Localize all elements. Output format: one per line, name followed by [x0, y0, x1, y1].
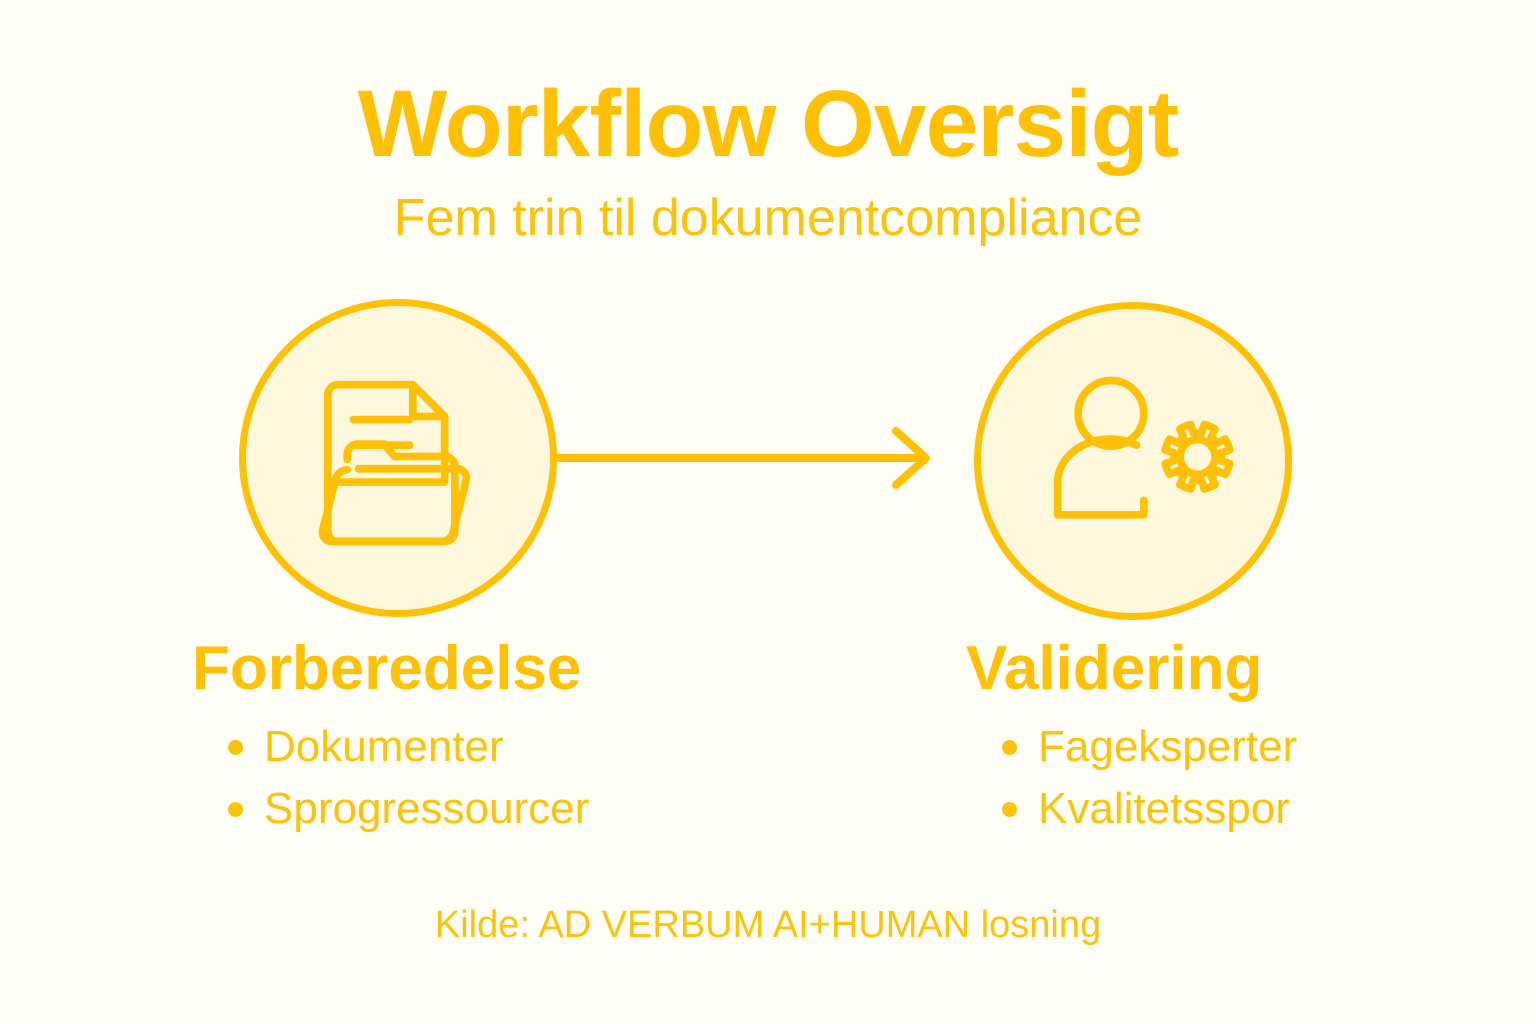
person-gear-icon — [1053, 376, 1234, 519]
list-item-label: Kvalitetsspor — [1038, 784, 1290, 834]
footer: Kilde: AD VERBUM AI+HUMAN losning — [0, 904, 1536, 947]
list-item: Sprogressourcer — [192, 787, 652, 849]
flow-diagram — [0, 295, 1536, 625]
step-title-validering: Validering — [966, 634, 1263, 703]
list-item: Kvalitetsspor — [966, 787, 1426, 849]
list-item: Fageksperter — [966, 725, 1426, 787]
source-note: Kilde: AD VERBUM AI+HUMAN losning — [434, 904, 1102, 946]
bullet-dot-icon — [1002, 739, 1017, 755]
list-item-label: Fageksperter — [1038, 722, 1298, 772]
list-item: Dokumenter — [192, 725, 652, 787]
list-item-label: Sprogressourcer — [264, 784, 590, 834]
step-bullets-forberedelse: Dokumenter Sprogressourcer — [192, 701, 652, 849]
bullet-dot-icon — [1002, 801, 1017, 817]
list-item-label: Dokumenter — [264, 722, 504, 772]
step-column-validering: Validering Fageksperter Kvalitetsspor — [966, 636, 1426, 849]
step-column-forberedelse: Forberedelse Dokumenter Sprogressourcer — [192, 636, 652, 849]
bullet-dot-icon — [228, 739, 243, 755]
step-node-validering[interactable] — [974, 302, 1292, 620]
step-title-forberedelse: Forberedelse — [192, 634, 582, 703]
step-node-forberedelse[interactable] — [239, 299, 557, 617]
step-bullets-validering: Fageksperter Kvalitetsspor — [966, 701, 1426, 849]
header: Workflow Oversigt Fem trin til dokumentc… — [0, 0, 1536, 245]
page-subtitle: Fem trin til dokumentcompliance — [393, 188, 1143, 247]
arrow-right-icon — [552, 427, 930, 489]
bullet-dot-icon — [228, 801, 243, 817]
step-columns: Forberedelse Dokumenter Sprogressourcer … — [0, 636, 1536, 886]
document-folder-icon — [318, 380, 470, 545]
page-title: Workflow Oversigt — [357, 71, 1180, 177]
